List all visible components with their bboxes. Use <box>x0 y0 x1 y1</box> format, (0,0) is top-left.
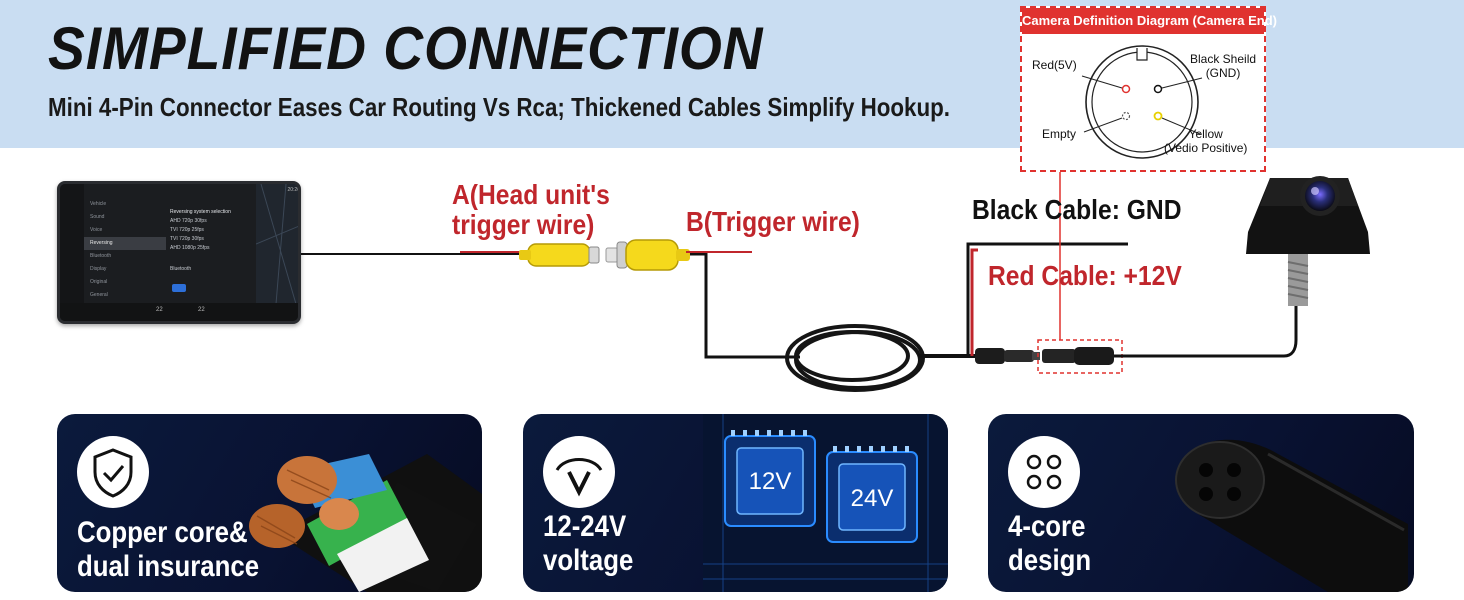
screen-climate-bar: 22 22 <box>60 303 298 321</box>
bluetooth-label: Bluetooth <box>170 266 192 272</box>
pin-black-label-line2: (GND) <box>1205 66 1241 80</box>
card-icon-circle <box>543 436 615 508</box>
pin-circle-svg <box>1081 45 1203 159</box>
card-voltage-line1: 12-24V <box>543 510 627 543</box>
pin-empty-label: Empty <box>1042 127 1077 141</box>
page-title: SIMPLIFIED CONNECTION <box>48 15 764 82</box>
menu-item-vehicle[interactable]: Vehicle <box>90 201 107 207</box>
menu-item-general[interactable]: General <box>90 292 108 298</box>
red-cable <box>970 248 978 356</box>
reversing-option-2[interactable]: TVI 720p 25fps <box>170 227 204 233</box>
wire-a-line2: trigger wire) <box>452 209 595 240</box>
trigger-wire-path <box>690 252 800 359</box>
connector-key-notch <box>1136 48 1148 61</box>
chip-artwork: 12V 24V <box>703 414 948 592</box>
temp-left: 22 <box>156 307 163 313</box>
wire-a-label: A(Head unit's trigger wire) <box>452 180 610 240</box>
pin-yellow-label: Yellow (Vedio Positive) <box>1164 127 1247 155</box>
screen-clock: 20:20 <box>287 187 300 193</box>
map-preview: 20:20 <box>255 184 300 305</box>
wire-b-label: B(Trigger wire) <box>686 206 860 237</box>
black-cable-label: Black Cable: GND <box>972 194 1182 225</box>
pin-red <box>1121 84 1131 94</box>
feature-card-voltage: 12V 24V 12-24V voltage <box>523 414 948 592</box>
pin-yellow-label-line1: Yellow <box>1188 127 1223 141</box>
rca-female-connector <box>519 243 600 267</box>
bluetooth-toggle[interactable] <box>172 284 186 292</box>
connector-outline <box>1085 45 1199 159</box>
connector-face <box>1175 441 1265 519</box>
card-voltage-text: 12-24V voltage <box>543 510 633 578</box>
menu-item-bluetooth[interactable]: Bluetooth <box>90 253 112 259</box>
menu-item-original[interactable]: Original <box>90 279 108 285</box>
cable-cross-section <box>249 454 482 592</box>
camera-cable <box>1114 306 1298 358</box>
menu-item-reversing[interactable]: Reversing <box>84 237 166 250</box>
pin-black <box>1153 84 1163 94</box>
chip-12v: 12V <box>724 430 816 527</box>
reversing-panel: Reversing system selection AHD 720p 30fp… <box>170 208 231 274</box>
rear-camera <box>1246 176 1370 306</box>
reversing-option-1[interactable]: AHD 720p 30fps <box>170 218 207 224</box>
menu-item-sound[interactable]: Sound <box>90 214 105 220</box>
coiled-cable <box>785 324 925 392</box>
page-subtitle: Mini 4-Pin Connector Eases Car Routing V… <box>48 92 951 122</box>
four-pin-female-connector <box>1042 347 1114 365</box>
temp-right: 22 <box>198 307 205 313</box>
pin-black-label: Black Sheild (GND) <box>1190 52 1256 80</box>
camera-lens-icon <box>1305 181 1335 211</box>
pin-diagram-title: Camera Definition Diagram (Camera End) <box>1022 8 1277 34</box>
menu-item-voice[interactable]: Voice <box>90 227 103 233</box>
black-cable <box>966 242 1128 356</box>
chip-24v: 24V <box>826 446 918 543</box>
wiring-diagram <box>300 170 1298 392</box>
pin-black-label-line1: Black Sheild <box>1190 52 1257 66</box>
feature-card-four-core: 4-core design <box>988 414 1414 592</box>
pin-yellow <box>1153 111 1163 121</box>
head-unit-display: Vehicle Sound Voice Reversing Bluetooth … <box>57 181 301 324</box>
reversing-panel-title: Reversing system selection <box>170 209 231 215</box>
rca-male-connector <box>605 239 690 271</box>
pin-empty <box>1121 111 1131 121</box>
reversing-option-3[interactable]: TVI 720p 30fps <box>170 236 204 242</box>
map-roads <box>255 184 298 305</box>
card-icon-circle <box>77 436 149 508</box>
reversing-option-4[interactable]: AHD 1080p 25fps <box>170 245 210 251</box>
voltage-icon <box>555 458 603 497</box>
connector-artwork <box>1175 439 1408 592</box>
four-pin-male-connector <box>975 348 1040 364</box>
screen-side-rail <box>60 184 84 321</box>
card-voltage-line2: voltage <box>543 544 634 577</box>
copper-strand-mid <box>249 504 305 548</box>
card-four-core-line1: 4-core <box>1008 510 1086 543</box>
card-icon-circle <box>1008 436 1080 508</box>
card-copper-text: Copper core& dual insurance <box>77 516 259 584</box>
pin-red-label: Red(5V) <box>1032 58 1077 72</box>
wire-a-line1: A(Head unit's <box>452 179 610 210</box>
card-four-core-line2: design <box>1008 544 1092 577</box>
pin-yellow-label-line2: (Vedio Positive) <box>1164 141 1248 155</box>
card-copper-line2: dual insurance <box>77 550 260 583</box>
menu-item-display[interactable]: Display <box>90 266 107 272</box>
pin-definition-diagram: Camera Definition Diagram (Camera End) R… <box>1020 6 1277 172</box>
screen-settings-menu: Vehicle Sound Voice Reversing Bluetooth … <box>84 198 166 302</box>
card-copper-line1: Copper core& <box>77 516 248 549</box>
chip-12v-label: 12V <box>749 468 792 495</box>
red-cable-label: Red Cable: +12V <box>988 260 1182 291</box>
feature-card-copper: Copper core& dual insurance <box>57 414 482 592</box>
chip-24v-label: 24V <box>851 485 894 512</box>
card-four-core-text: 4-core design <box>1008 510 1091 578</box>
shield-check-icon <box>93 448 133 498</box>
four-dots-icon <box>1026 454 1062 490</box>
